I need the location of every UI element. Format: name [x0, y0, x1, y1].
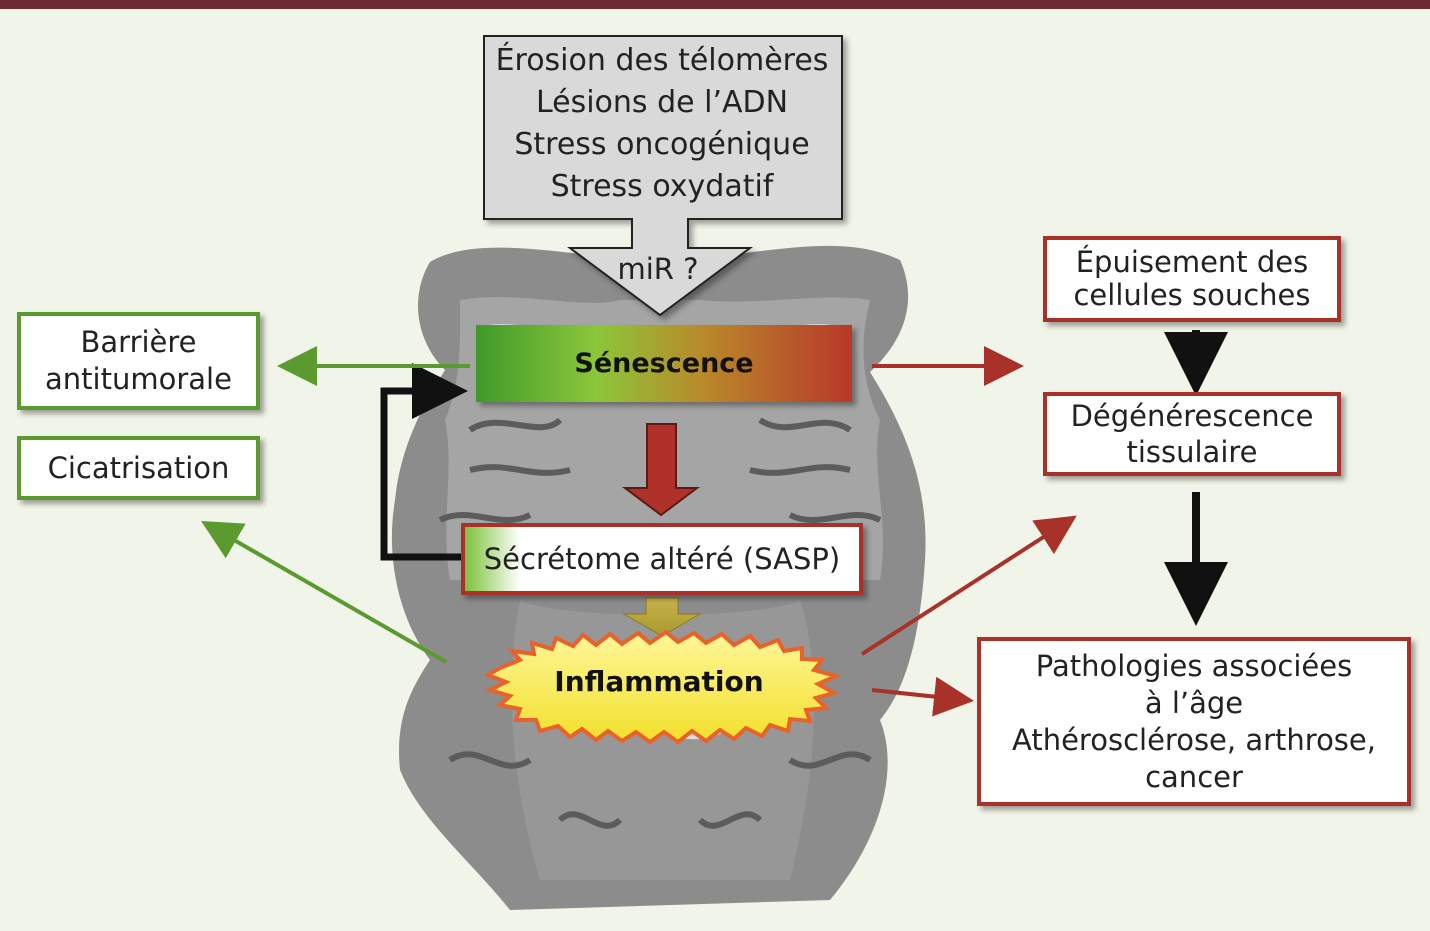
cicatrisation-label: Cicatrisation: [47, 450, 230, 485]
epuisement-box: Épuisement des cellules souches: [1043, 236, 1341, 322]
input-callout-shape: [483, 35, 843, 317]
inflammation-burst-shape: [483, 629, 842, 745]
inflammation-to-pathologies-arrow: [871, 676, 974, 717]
pathologies-box: Pathologies associées à l’âge Athérosclé…: [977, 637, 1411, 806]
pathologies-line-3: Athérosclérose, arthrose,: [1012, 722, 1376, 757]
input-factor-1: Érosion des télomères: [495, 43, 829, 78]
barriere-line-1: Barrière: [80, 325, 197, 359]
cicatrisation-box: Cicatrisation: [17, 436, 260, 500]
feedback-loop-arrow: [380, 363, 468, 561]
inflammation-to-cicatrisation-arrow: [201, 521, 447, 664]
degenerescence-line-1: Dégénérescence: [1070, 399, 1314, 433]
pathologies-line-4: cancer: [1145, 759, 1243, 794]
input-factor-4: Stress oxydatif: [550, 169, 774, 204]
input-factor-2: Lésions de l’ADN: [535, 85, 789, 120]
epuisement-line-2: cellules souches: [1073, 278, 1311, 312]
barriere-antitumorale-box: Barrière antitumorale: [17, 312, 260, 410]
senescence-label: Sénescence: [574, 348, 754, 379]
epuisement-line-1: Épuisement des: [1075, 245, 1309, 279]
senescence-box: Sénescence: [476, 325, 852, 402]
inflammation-label: Inflammation: [554, 665, 764, 698]
mir-label: miR ?: [617, 252, 699, 286]
input-factors-list: Érosion des télomères Lésions de l’ADN S…: [484, 40, 840, 208]
top-border-bar: [0, 0, 1430, 9]
inflammation-to-degenerescence-arrow: [860, 515, 1077, 656]
pathologies-line-2: à l’âge: [1144, 685, 1244, 720]
pathologies-line-1: Pathologies associées: [1035, 648, 1353, 683]
degenerescence-box: Dégénérescence tissulaire: [1043, 392, 1341, 476]
senescence-to-sasp-arrow: [622, 423, 700, 517]
sasp-to-inflammation-arrow: [622, 597, 702, 637]
sasp-label: Sécrétome altéré (SASP): [483, 542, 841, 576]
input-factor-3: Stress oncogénique: [514, 127, 810, 162]
degenerescence-line-2: tissulaire: [1126, 435, 1258, 469]
barriere-line-2: antitumorale: [45, 362, 232, 396]
sasp-box: Sécrétome altéré (SASP): [461, 523, 863, 595]
